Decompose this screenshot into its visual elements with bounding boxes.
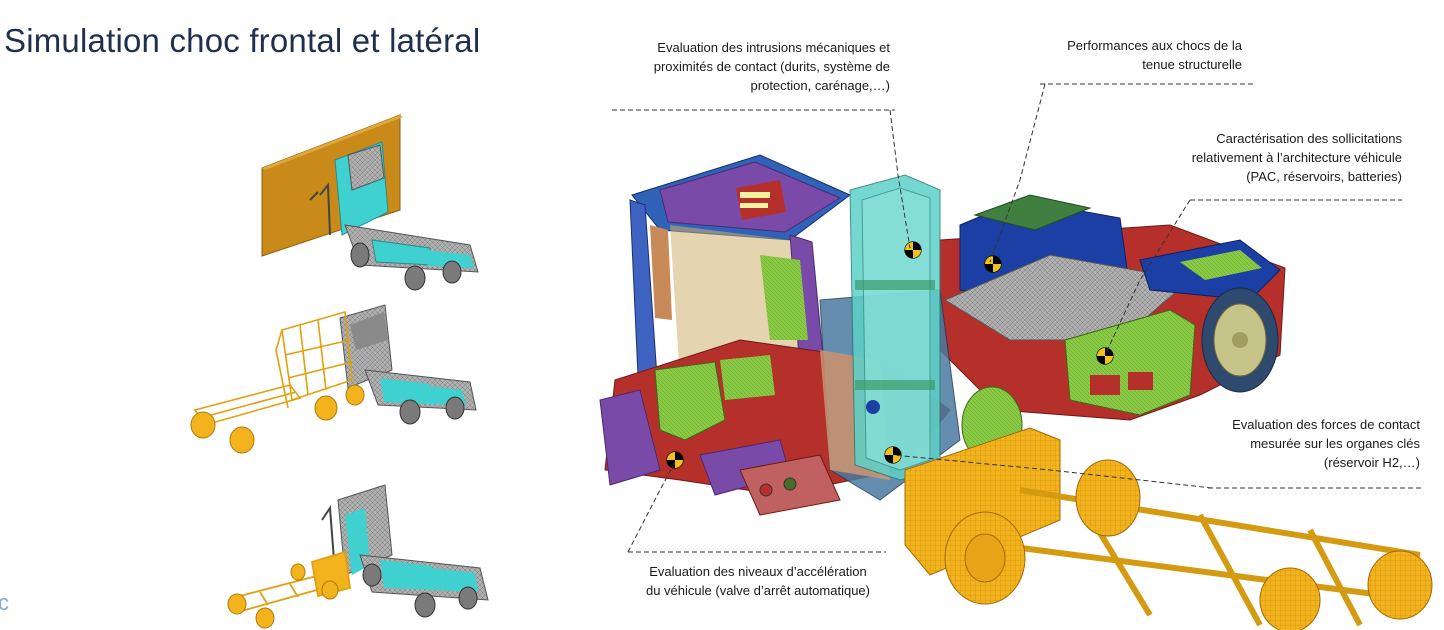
annotation-acceleration: Evaluation des niveaux d’accélération du… bbox=[645, 564, 870, 598]
crash-test-target-icon bbox=[1096, 347, 1114, 365]
annotation-sollicitations: Caractérisation des sollicitations relat… bbox=[1191, 131, 1402, 184]
annotation-intrusions: Evaluation des intrusions mécaniques et … bbox=[653, 40, 890, 93]
leader-lines bbox=[612, 83, 1422, 553]
annotation-forces: Evaluation des forces de contact mesurée… bbox=[1232, 417, 1420, 470]
vehicle-fe-model bbox=[599, 154, 1433, 630]
corner-fragment: c bbox=[0, 590, 9, 615]
truck-lateral-chassis-illustration bbox=[227, 484, 489, 629]
annotation-performances: Performances aux chocs de la tenue struc… bbox=[1067, 38, 1242, 72]
truck-frontal-truck-illustration bbox=[190, 304, 477, 454]
crash-test-target-icon bbox=[984, 255, 1002, 273]
crash-test-target-icon bbox=[904, 241, 922, 259]
truck-frontal-barrier-illustration bbox=[261, 114, 479, 291]
page-title: Simulation choc frontal et latéral bbox=[4, 22, 481, 59]
crash-test-target-icon bbox=[666, 451, 684, 469]
